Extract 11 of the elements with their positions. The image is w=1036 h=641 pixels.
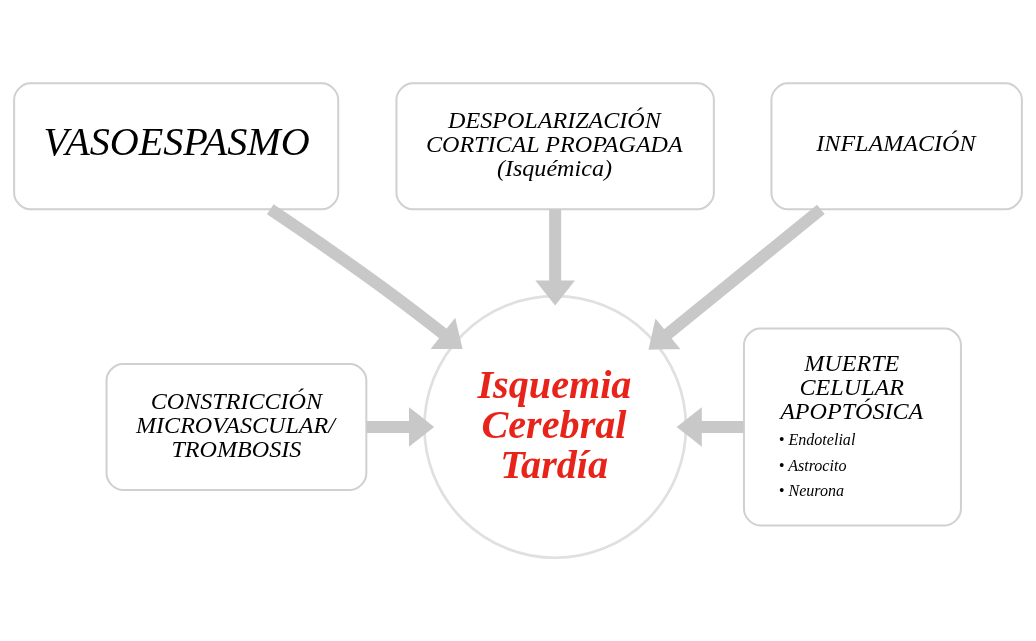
node-box: VASOESPASMO	[13, 82, 340, 211]
arrow	[648, 204, 825, 350]
node-box: INFLAMACIÓN	[770, 82, 1023, 211]
arrow	[535, 209, 575, 306]
node-box: CONSTRICCIÓN MICROVASCULAR/ TROMBOSIS	[105, 363, 368, 491]
arrow	[366, 407, 435, 447]
node-box: MUERTE CELULAR APOPTÓSICA • Endotelial • Astrocito • Neurona	[743, 327, 962, 527]
arrow	[266, 204, 463, 349]
arrow	[676, 407, 744, 447]
node-circle: Isquemia Cerebral Tardía	[423, 294, 688, 560]
node-box: DESPOLARIZACIÓN CORTICAL PROPAGADA (Isquémica)	[395, 82, 715, 211]
